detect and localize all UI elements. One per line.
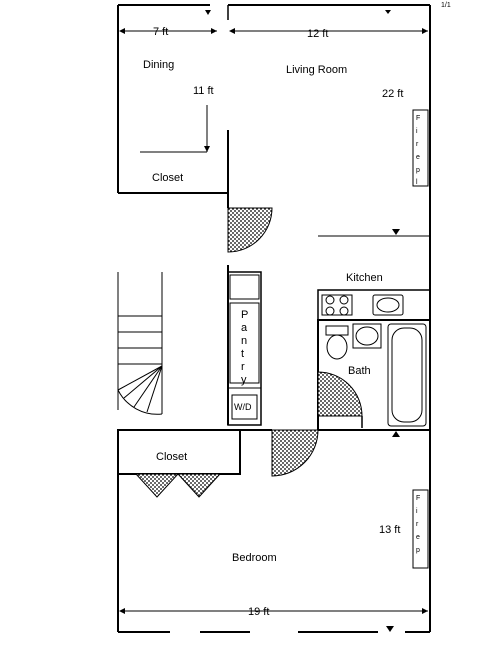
living-room-label: Living Room — [286, 64, 347, 76]
pantry-letter: y — [241, 374, 247, 386]
svg-text:p: p — [416, 547, 420, 554]
entry-door — [205, 5, 229, 20]
living-width-dimension — [229, 28, 428, 34]
svg-text:e: e — [416, 154, 420, 161]
bedroom-label: Bedroom — [232, 552, 277, 564]
corner-mark: 1/1 — [441, 2, 451, 9]
svg-text:e: e — [416, 534, 420, 541]
dining-room-label: Dining — [143, 59, 174, 71]
washer-dryer-label: W/D — [234, 402, 252, 412]
closet-bifold-doors — [134, 473, 222, 498]
staircase — [117, 272, 163, 415]
svg-text:F: F — [416, 495, 420, 502]
door-swing-bedroom — [271, 429, 319, 477]
pantry-column — [227, 271, 262, 426]
svg-text:r: r — [416, 521, 419, 528]
kitchen-label: Kitchen — [346, 272, 383, 284]
upper-interior-walls — [118, 105, 430, 425]
living-depth-label: 22 ft — [382, 88, 403, 100]
bath-label: Bath — [348, 365, 371, 377]
fireplace-lower: F i r e p — [412, 489, 429, 569]
bathroom — [317, 319, 431, 431]
svg-text:i: i — [416, 508, 418, 515]
svg-text:F: F — [416, 115, 420, 122]
dining-depth-label: 11 ft — [193, 85, 214, 97]
fireplace-upper: F i r e p l — [412, 109, 429, 187]
door-swing-hallway — [227, 207, 273, 253]
window-marker — [385, 10, 391, 14]
pantry-letter: P — [241, 309, 248, 321]
pantry-letter: a — [241, 322, 248, 334]
svg-text:p: p — [416, 167, 420, 174]
pantry-letter: t — [241, 348, 244, 360]
kitchen-counter — [317, 289, 431, 321]
dining-width-label: 7 ft — [153, 26, 168, 38]
closet-lower-label: Closet — [156, 451, 187, 463]
svg-text:l: l — [416, 179, 418, 186]
svg-text:r: r — [416, 141, 419, 148]
closet-upper-label: Closet — [152, 172, 183, 184]
bedroom-width-dimension — [119, 608, 428, 632]
svg-text:i: i — [416, 128, 418, 135]
dining-width-dimension — [119, 28, 217, 34]
bedroom-width-label: 19 ft — [248, 606, 269, 618]
pantry-letter: n — [241, 335, 247, 347]
bedroom-depth-label: 13 ft — [379, 524, 400, 536]
pantry-letter: r — [241, 361, 245, 373]
living-width-label: 12 ft — [307, 28, 328, 40]
